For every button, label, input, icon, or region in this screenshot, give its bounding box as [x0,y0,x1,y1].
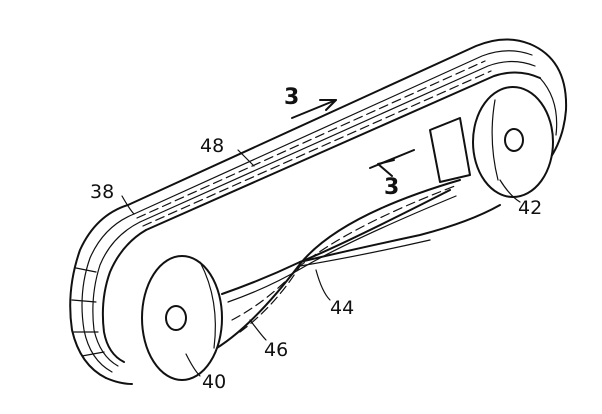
label-twist-lower: 46 [264,339,288,361]
pulley-far [429,86,554,198]
label-belt-section: 48 [200,135,224,157]
section-marker-lower: 3 [384,175,399,200]
label-pulley-far: 42 [518,197,542,219]
label-twist-upper: 44 [330,297,354,319]
pulley-near [141,255,223,381]
section-marker-upper: 3 [284,85,299,110]
leader-lines [121,149,521,377]
label-belt: 38 [90,181,114,203]
belt-body [69,38,568,385]
label-pulley-near: 40 [202,371,226,393]
section-arrows [291,99,415,177]
